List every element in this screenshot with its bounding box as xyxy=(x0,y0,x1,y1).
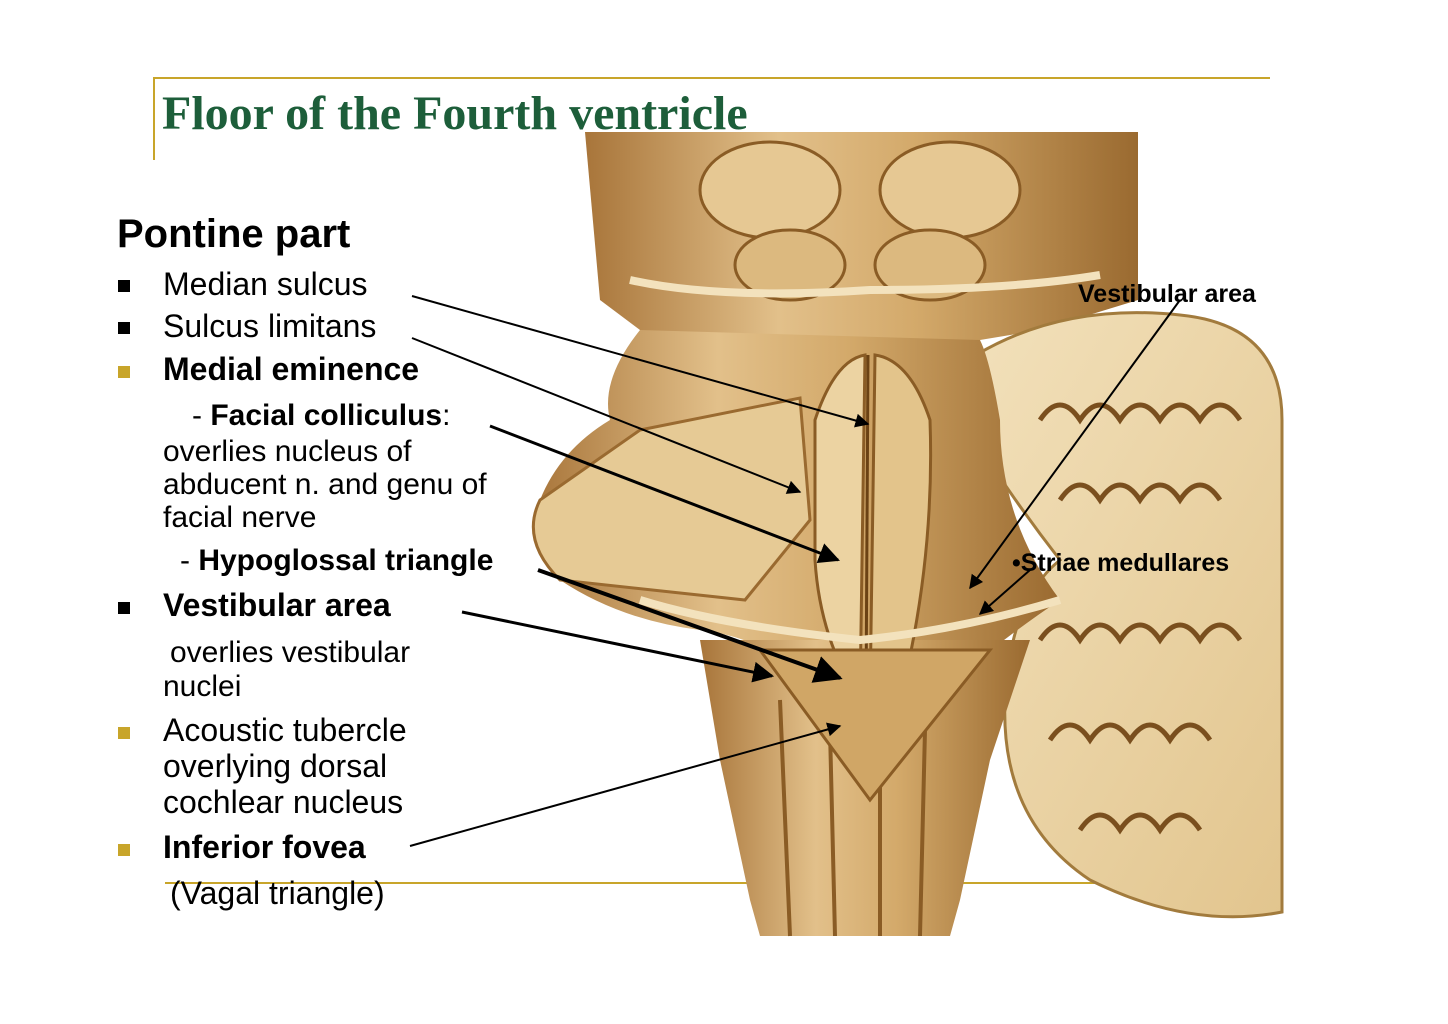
bullet-median-sulcus xyxy=(118,280,130,292)
facial-colliculus-colon: : xyxy=(442,399,451,432)
midbrain-region xyxy=(585,132,1138,345)
item-median-sulcus: Median sulcus xyxy=(163,266,368,302)
item-medial-eminence: Medial eminence xyxy=(163,351,420,387)
bullet-medial-eminence xyxy=(118,366,130,378)
slide-frame-top xyxy=(155,77,1270,79)
bullet-sulcus-limitans xyxy=(118,322,130,334)
item-hypoglossal-triangle: - Hypoglossal triangle xyxy=(180,545,493,577)
section-heading: Pontine part xyxy=(117,212,351,256)
median-sulcus-line xyxy=(864,354,870,701)
cerebellar-peduncle-cut xyxy=(531,396,812,602)
superior-colliculus-left xyxy=(698,140,842,240)
label-striae-medullares: •Striae medullares xyxy=(1012,549,1230,577)
slide-title: Floor of the Fourth ventricle xyxy=(162,87,748,140)
label-vestibular-area: Vestibular area xyxy=(1078,280,1256,308)
hypoglossal-dash: - xyxy=(180,544,199,577)
hypoglossal-name: Hypoglossal triangle xyxy=(198,544,494,577)
item-acoustic-tubercle: Acoustic tubercle xyxy=(163,712,407,748)
bullet-vestibular-area xyxy=(118,602,130,614)
slide-frame-bottom xyxy=(165,882,1245,884)
vestibular-desc-2: nuclei xyxy=(163,670,242,703)
inferior-fovea-desc: (Vagal triangle) xyxy=(170,875,385,911)
item-inferior-fovea: Inferior fovea xyxy=(163,829,366,865)
item-sulcus-limitans: Sulcus limitans xyxy=(163,308,377,344)
acoustic-desc-1: overlying dorsal xyxy=(163,748,388,784)
facial-colliculus-desc-1: overlies nucleus of xyxy=(163,435,412,468)
vestibular-desc-1: overlies vestibular xyxy=(170,636,411,669)
inferior-colliculus-right xyxy=(873,228,987,302)
facial-colliculus-desc-2: abducent n. and genu of xyxy=(163,468,487,501)
facial-colliculus-name: Facial colliculus xyxy=(210,399,443,432)
bullet-inferior-fovea xyxy=(118,844,130,856)
inferior-fovea-region xyxy=(757,648,994,803)
bullet-acoustic-tubercle xyxy=(118,727,130,739)
superior-colliculus-right xyxy=(878,140,1022,240)
facial-colliculus-dash: - xyxy=(192,399,211,432)
facial-colliculus-desc-3: facial nerve xyxy=(163,501,317,534)
item-facial-colliculus: - Facial colliculus: xyxy=(192,400,450,432)
acoustic-desc-2: cochlear nucleus xyxy=(163,784,404,820)
pontine-band xyxy=(629,271,1101,298)
item-vestibular-area: Vestibular area xyxy=(163,587,391,623)
slide-frame-left xyxy=(153,77,155,160)
